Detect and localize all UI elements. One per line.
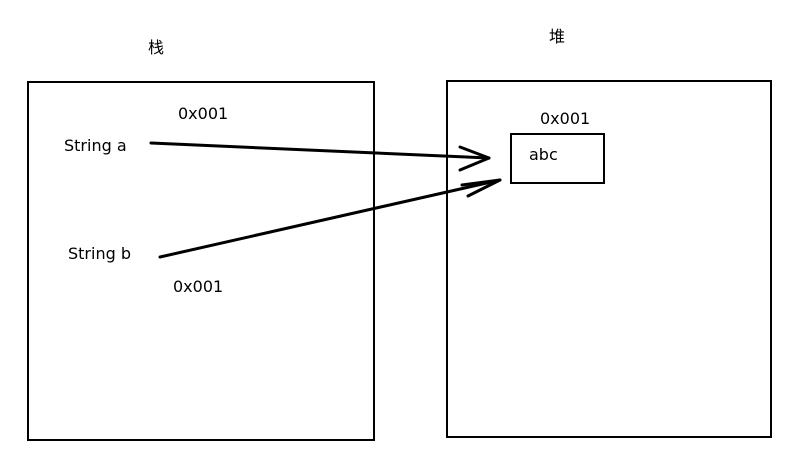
var-a-address: 0x001 [178,104,229,123]
heap-object-address: 0x001 [540,109,591,128]
heap-box [446,80,772,438]
var-a-label: String a [64,136,127,155]
heap-object-box [510,133,605,184]
var-b-address: 0x001 [173,277,224,296]
var-b-label: String b [68,244,131,263]
stack-box [27,81,375,441]
stack-title: 栈 [148,38,165,57]
heap-object-value: abc [529,145,558,164]
heap-title: 堆 [549,27,566,46]
